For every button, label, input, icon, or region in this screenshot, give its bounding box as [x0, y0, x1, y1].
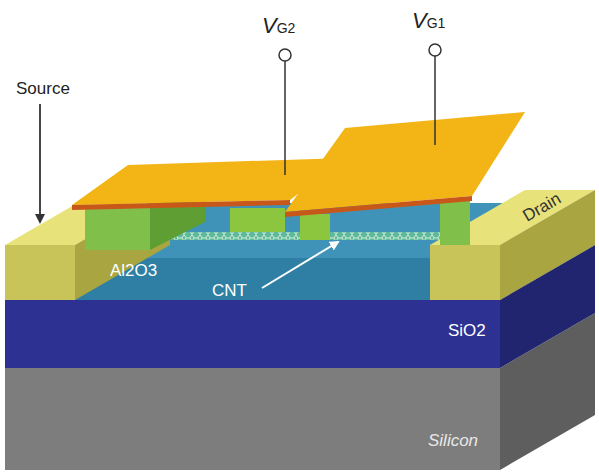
gate2-wire [284, 61, 286, 175]
gate1-plate [285, 112, 525, 212]
layer-label: SiO2 [448, 322, 486, 341]
gate2-edge [72, 200, 290, 210]
silicon-front [5, 368, 500, 470]
al2o3-front [75, 258, 430, 300]
drain-front [430, 245, 500, 300]
gate1-wire [434, 56, 436, 145]
part-label: CNT [212, 282, 247, 301]
gate1-edge [285, 196, 472, 217]
cnt-arrow [262, 242, 338, 288]
gate1-dielectric [300, 214, 330, 240]
gate1-dielectric-right [440, 200, 470, 245]
gate1-terminal [429, 44, 441, 56]
terminal-label: Source [16, 80, 70, 99]
gate-voltage-label: VG1 [412, 9, 445, 33]
gate2-terminal [279, 49, 291, 61]
drain-side [500, 190, 595, 300]
source-arrow [39, 104, 41, 222]
layer-label: Al2O3 [110, 262, 157, 281]
gate2-spacer [230, 208, 285, 232]
sio2-front [5, 300, 500, 368]
layer-label: Silicon [428, 432, 478, 451]
source-front [5, 245, 75, 300]
gate-voltage-label: VG2 [262, 14, 295, 38]
gate2-dielectric [85, 208, 150, 250]
